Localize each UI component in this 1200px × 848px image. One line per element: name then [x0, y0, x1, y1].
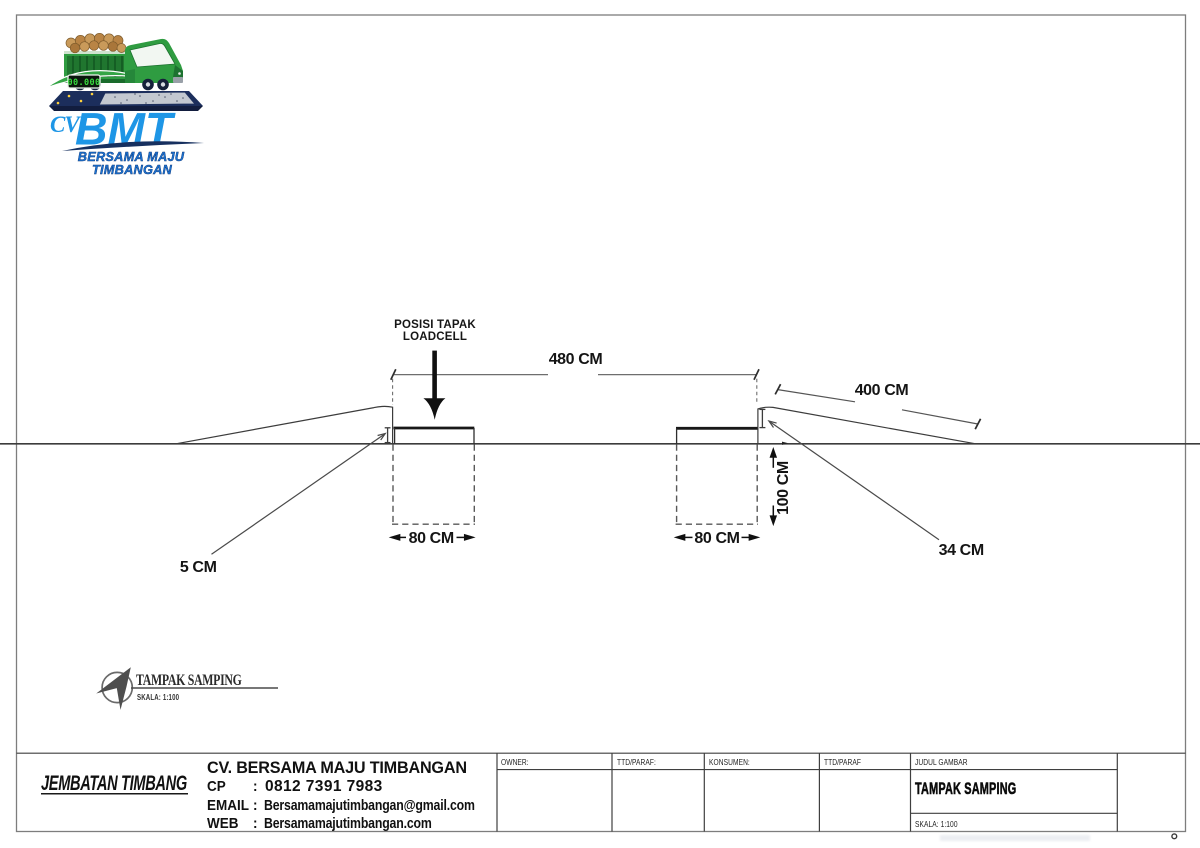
- dim-80-left-label: 80 CM: [408, 529, 455, 547]
- dim-100-label: 100 CM: [774, 460, 792, 515]
- titleblock-email-label: EMAIL: [207, 796, 250, 814]
- titleblock-company: CV. BERSAMA MAJU TIMBANGAN: [207, 758, 467, 777]
- titleblock-cp-sep: :: [253, 778, 258, 795]
- titleblock-cp-value: 0812 7391 7983: [265, 778, 383, 795]
- titleblock-ttd1-label: TTD/PARAF:: [617, 757, 656, 767]
- dim-34-label: 34 CM: [938, 541, 985, 559]
- logo-cargo-logs: [65, 32, 127, 54]
- dim-480-lines: [390, 368, 760, 405]
- logo-tagline2: TIMBANGAN: [92, 162, 173, 177]
- titleblock-email-sep: :: [253, 796, 258, 814]
- loadcell-label: POSISI TAPAK LOADCELL: [394, 319, 476, 343]
- titleblock-web-label: WEB: [207, 814, 239, 832]
- dim-400-label: 400 CM: [854, 381, 909, 399]
- titleblock-web-value: Bersamamajutimbangan.com: [264, 814, 432, 832]
- dim-5-label: 5 CM: [179, 558, 217, 576]
- compass-icon: [96, 667, 134, 710]
- left-gap-marker: [384, 427, 391, 444]
- watermark-dot: [1171, 833, 1178, 840]
- loadcell-label-line1: POSISI TAPAK: [394, 318, 476, 331]
- right-gap-marker: [759, 408, 766, 429]
- leader-34cm: [767, 419, 940, 541]
- logo-swoosh-navy: [62, 141, 204, 151]
- loadcell-label-line2: LOADCELL: [402, 330, 468, 343]
- logo-platform: [49, 91, 203, 111]
- logo-display: 00.000: [67, 74, 101, 89]
- company-logo: 00.000 CV BMT BERSAMA MAJU TIMBANGAN: [47, 32, 204, 177]
- titleblock-lines: [16, 752, 1186, 832]
- logo-cv: CV: [50, 112, 81, 137]
- left-pit-dashed: [392, 444, 475, 525]
- titleblock-ttd2-label: TTD/PARAF: [824, 757, 862, 767]
- view-scale: SKALA: 1:100: [137, 691, 180, 702]
- titleblock-owner-label: OWNER:: [501, 757, 529, 767]
- loadcell-arrow: [423, 350, 446, 420]
- logo-tagline1: BERSAMA MAJU: [78, 149, 185, 164]
- titleblock-email-value: Bersamamajutimbangan@gmail.com: [264, 796, 475, 814]
- ground-ref-arrow: [782, 441, 789, 445]
- titleblock-judul-value: TAMPAK SAMPING: [915, 779, 1017, 799]
- dim-80-left-arrows: [388, 533, 476, 541]
- titleblock-web-sep: :: [253, 814, 258, 832]
- page-border: [15, 14, 1187, 833]
- titleblock-cp-label: CP: [207, 778, 226, 795]
- dim-400-lines: [774, 383, 982, 430]
- dim-80-right-arrows: [673, 533, 761, 541]
- watermark-smudge: [940, 835, 1090, 841]
- right-pit-dashed: [675, 444, 758, 525]
- titleblock-konsumen-label: KONSUMEN:: [709, 757, 750, 767]
- logo-truck-cab: [125, 38, 183, 83]
- titleblock-project: JEMBATAN TIMBANG: [41, 771, 187, 795]
- leader-5cm: [211, 432, 387, 555]
- logo-display-value: 00.000: [67, 78, 100, 88]
- dim-100-arrows: [769, 447, 778, 527]
- dim-480-label: 480 CM: [548, 350, 603, 368]
- right-ramp-outline: [757, 406, 976, 445]
- titleblock-skala-value: SKALA: 1:100: [915, 818, 958, 829]
- left-ramp-outline: [175, 405, 394, 445]
- titleblock-judul-label: JUDUL GAMBAR: [915, 757, 968, 767]
- view-title: TAMPAK SAMPING: [135, 671, 242, 689]
- dim-80-right-label: 80 CM: [694, 529, 740, 547]
